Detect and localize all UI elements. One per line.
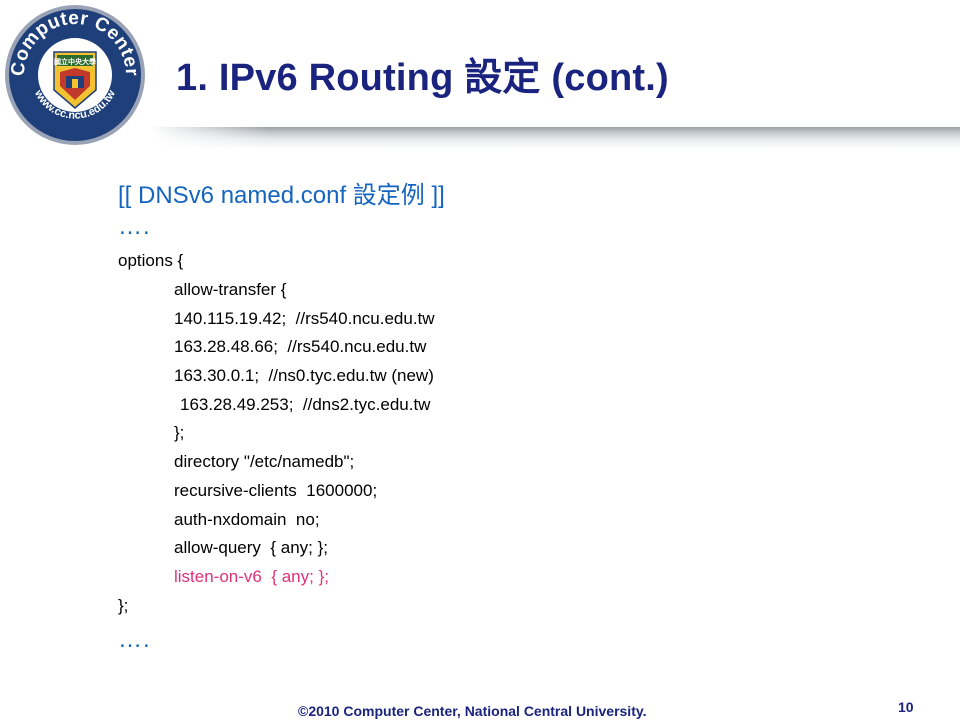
code-line: directory "/etc/namedb"; bbox=[174, 452, 355, 471]
title-divider bbox=[150, 127, 960, 149]
code-line: auth-nxdomain no; bbox=[174, 510, 320, 529]
section-heading: [[ DNSv6 named.conf 設定例 ]] bbox=[118, 182, 445, 209]
code-line: recursive-clients 1600000; bbox=[174, 481, 378, 500]
svg-text:國立中央大學: 國立中央大學 bbox=[54, 57, 96, 66]
code-line: allow-transfer { bbox=[174, 280, 287, 299]
footer-copyright: ©2010 Computer Center, National Central … bbox=[298, 703, 647, 719]
code-line: 163.30.0.1; //ns0.tyc.edu.tw (new) bbox=[174, 366, 434, 385]
code-line: 140.115.19.42; //rs540.ncu.edu.tw bbox=[174, 309, 435, 328]
ellipsis-bottom: …. bbox=[118, 626, 151, 653]
code-line: allow-query { any; }; bbox=[174, 538, 329, 557]
code-line-highlighted: listen-on-v6 { any; }; bbox=[174, 567, 329, 586]
code-line: 163.28.48.66; //rs540.ncu.edu.tw bbox=[174, 337, 427, 356]
code-line: }; bbox=[118, 596, 129, 615]
code-line: }; bbox=[174, 423, 185, 442]
computer-center-logo: Computer Center www.cc.ncu.edu.tw 國立中央大學 bbox=[5, 5, 145, 145]
slide-title: 1. IPv6 Routing 設定 (cont.) bbox=[176, 57, 669, 99]
page-number: 10 bbox=[898, 699, 914, 715]
ellipsis-top: …. bbox=[118, 213, 151, 240]
code-line: 163.28.49.253; //dns2.tyc.edu.tw bbox=[180, 395, 431, 414]
code-line: options { bbox=[118, 251, 184, 270]
